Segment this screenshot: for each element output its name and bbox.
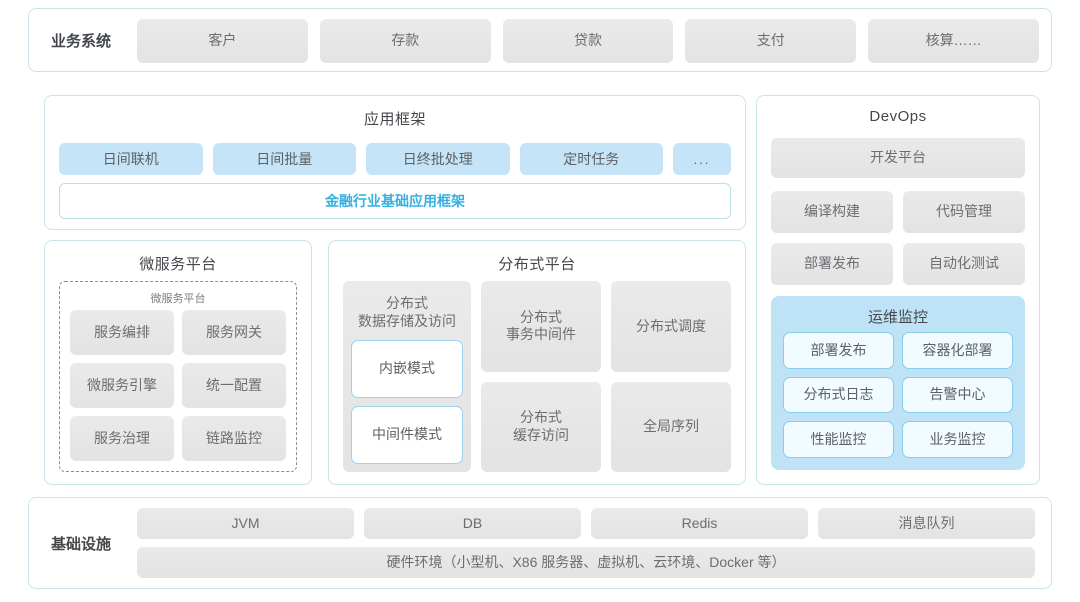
- appframe-item-more[interactable]: ...: [673, 143, 731, 175]
- application-framework-panel: 应用框架 日间联机 日间批量 日终批处理 定时任务 ... 金融行业基础应用框架: [44, 95, 746, 230]
- distributed-data-storage-title: 分布式 数据存储及访问: [358, 295, 456, 329]
- microservice-inner-group: 微服务平台 服务编排 服务网关 微服务引擎 统一配置 服务治理 链路监控: [59, 281, 297, 472]
- distributed-platform-body: 分布式 数据存储及访问 内嵌模式 中间件模式 分布式 事务中间件 分布式调度 分…: [343, 281, 731, 472]
- distributed-data-storage-group: 分布式 数据存储及访问 内嵌模式 中间件模式: [343, 281, 471, 472]
- distributed-mode-embedded[interactable]: 内嵌模式: [351, 340, 463, 398]
- microservice-platform-panel: 微服务平台 微服务平台 服务编排 服务网关 微服务引擎 统一配置 服务治理 链路…: [44, 240, 312, 485]
- microservice-item-unified-config[interactable]: 统一配置: [182, 363, 286, 408]
- business-systems-list: 客户 存款 贷款 支付 核算……: [137, 19, 1039, 63]
- business-item-deposit[interactable]: 存款: [319, 19, 491, 63]
- distributed-item-list: 分布式 事务中间件 分布式调度 分布式 缓存访问 全局序列: [481, 281, 731, 472]
- business-item-accounting[interactable]: 核算……: [868, 19, 1039, 63]
- devops-item-deploy-release[interactable]: 部署发布: [771, 243, 893, 285]
- devops-item-build[interactable]: 编译构建: [771, 191, 893, 233]
- business-systems-panel: 业务系统 客户 存款 贷款 支付 核算……: [28, 8, 1052, 72]
- infrastructure-item-db[interactable]: DB: [364, 508, 581, 539]
- appframe-item-daytime-batch[interactable]: 日间批量: [212, 143, 356, 175]
- ops-item-business-monitoring[interactable]: 业务监控: [902, 421, 1013, 458]
- ops-monitoring-panel: 运维监控 部署发布 容器化部署 分布式日志 告警中心 性能监控 业务监控: [771, 296, 1025, 470]
- appframe-item-daytime-online[interactable]: 日间联机: [59, 143, 203, 175]
- ops-item-containerized-deploy[interactable]: 容器化部署: [902, 332, 1013, 369]
- microservice-item-orchestration[interactable]: 服务编排: [70, 310, 174, 355]
- business-item-loan[interactable]: 贷款: [502, 19, 674, 63]
- devops-item-automated-test[interactable]: 自动化测试: [903, 243, 1025, 285]
- devops-panel: DevOps 开发平台 编译构建 代码管理 部署发布 自动化测试 运维监控 部署…: [756, 95, 1040, 485]
- appframe-item-scheduled-task[interactable]: 定时任务: [519, 143, 663, 175]
- devops-item-list: 编译构建 代码管理 部署发布 自动化测试: [771, 191, 1025, 285]
- ops-monitoring-item-list: 部署发布 容器化部署 分布式日志 告警中心 性能监控 业务监控: [783, 332, 1013, 458]
- ops-item-deploy-release[interactable]: 部署发布: [783, 332, 894, 369]
- microservice-item-governance[interactable]: 服务治理: [70, 416, 174, 461]
- devops-item-dev-platform[interactable]: 开发平台: [771, 138, 1025, 178]
- application-framework-title: 应用框架: [363, 111, 426, 128]
- infrastructure-item-list: JVM DB Redis 消息队列: [137, 508, 1035, 539]
- infrastructure-item-jvm[interactable]: JVM: [137, 508, 354, 539]
- ops-item-performance-monitoring[interactable]: 性能监控: [783, 421, 894, 458]
- microservice-inner-title: 微服务平台: [150, 293, 206, 305]
- ops-item-distributed-log[interactable]: 分布式日志: [783, 376, 894, 414]
- appframe-item-eod-batch[interactable]: 日终批处理: [366, 143, 510, 175]
- business-item-customer[interactable]: 客户: [137, 19, 308, 63]
- business-systems-label: 业务系统: [51, 32, 112, 50]
- microservice-item-gateway[interactable]: 服务网关: [182, 310, 286, 355]
- infrastructure-body: JVM DB Redis 消息队列 硬件环境（小型机、X86 服务器、虚拟机、云…: [137, 508, 1035, 578]
- ops-monitoring-title: 运维监控: [867, 309, 928, 326]
- distributed-item-global-sequence[interactable]: 全局序列: [611, 381, 731, 472]
- distributed-item-transaction-middleware[interactable]: 分布式 事务中间件: [481, 281, 601, 372]
- ops-item-alert-center[interactable]: 告警中心: [902, 376, 1013, 414]
- business-item-payment[interactable]: 支付: [685, 19, 857, 63]
- devops-item-code-management[interactable]: 代码管理: [903, 191, 1025, 233]
- microservice-platform-title: 微服务平台: [139, 256, 217, 273]
- infrastructure-label: 基础设施: [51, 535, 112, 553]
- finance-base-framework-box: 金融行业基础应用框架: [59, 183, 731, 219]
- distributed-mode-middleware[interactable]: 中间件模式: [351, 406, 463, 464]
- microservice-item-tracing[interactable]: 链路监控: [182, 416, 286, 461]
- infrastructure-panel: 基础设施 JVM DB Redis 消息队列 硬件环境（小型机、X86 服务器、…: [28, 497, 1052, 589]
- infrastructure-item-redis[interactable]: Redis: [591, 508, 808, 539]
- distributed-platform-panel: 分布式平台 分布式 数据存储及访问 内嵌模式 中间件模式 分布式 事务中间件 分…: [328, 240, 746, 485]
- distributed-item-scheduling[interactable]: 分布式调度: [611, 281, 731, 372]
- infrastructure-item-message-queue[interactable]: 消息队列: [818, 508, 1035, 539]
- application-framework-list: 日间联机 日间批量 日终批处理 定时任务 ...: [59, 143, 731, 175]
- microservice-item-list: 服务编排 服务网关 微服务引擎 统一配置 服务治理 链路监控: [70, 310, 286, 461]
- distributed-item-cache-access[interactable]: 分布式 缓存访问: [481, 381, 601, 472]
- distributed-platform-title: 分布式平台: [498, 256, 576, 273]
- devops-title: DevOps: [869, 108, 927, 125]
- infrastructure-hardware-environment[interactable]: 硬件环境（小型机、X86 服务器、虚拟机、云环境、Docker 等）: [137, 547, 1035, 578]
- microservice-item-engine[interactable]: 微服务引擎: [70, 363, 174, 408]
